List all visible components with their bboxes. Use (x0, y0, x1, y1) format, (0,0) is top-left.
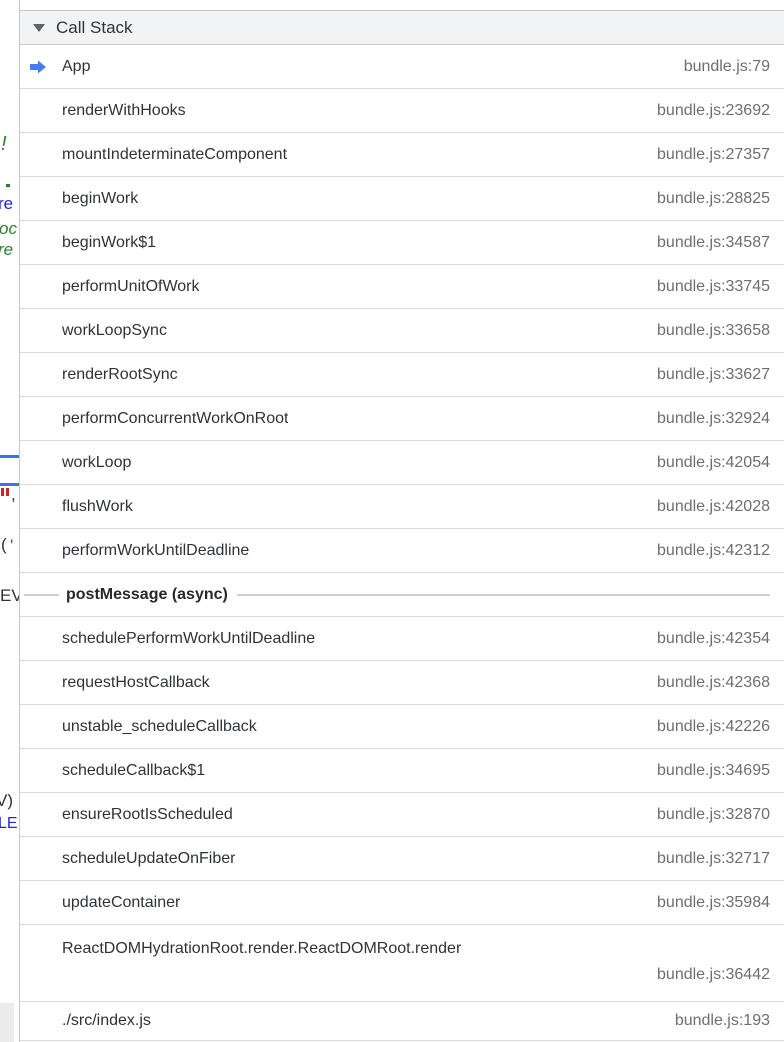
editor-code-fragment: EV (0, 586, 19, 605)
stack-frame-row[interactable]: beginWork$1 bundle.js:34587 (20, 221, 784, 265)
collapse-triangle-icon (33, 23, 45, 32)
async-separator-line-left (24, 593, 59, 596)
frame-source-location[interactable]: bundle.js:42054 (657, 453, 770, 471)
editor-code-fragment: , (11, 485, 16, 504)
editor-code-fragment: oc (0, 219, 17, 238)
source-editor-sliver: ! re oc re, (' EV V) LE (0, 0, 19, 1042)
editor-code-fragment: ( (1, 535, 7, 554)
stack-frame-row[interactable]: workLoopSync bundle.js:33658 (20, 309, 784, 353)
pane-divider[interactable] (19, 0, 20, 1042)
editor-highlight-bar (0, 455, 19, 458)
frame-function-name: requestHostCallback (62, 673, 210, 691)
editor-code-fragment: ! (1, 133, 7, 155)
frame-function-name: updateContainer (62, 893, 181, 911)
frame-source-location[interactable]: bundle.js:42028 (657, 497, 770, 515)
editor-status-bar-sliver (0, 1003, 14, 1042)
frame-source-location[interactable]: bundle.js:36442 (657, 966, 770, 983)
frame-source-location[interactable]: bundle.js:33627 (657, 365, 770, 383)
frame-function-name: App (62, 57, 91, 75)
frame-function-name: ./src/index.js (62, 1012, 151, 1029)
editor-code-fragment: V) (0, 791, 13, 810)
stack-frame-row[interactable]: beginWork bundle.js:28825 (20, 177, 784, 221)
frame-source-location[interactable]: bundle.js:42354 (657, 629, 770, 647)
editor-code-fragment: LE (0, 815, 18, 832)
editor-highlight-bar (0, 483, 19, 486)
frame-source-location[interactable]: bundle.js:34695 (657, 761, 770, 779)
frame-function-name: scheduleUpdateOnFiber (62, 849, 236, 867)
stack-frame-row[interactable]: schedulePerformWorkUntilDeadline bundle.j… (20, 617, 784, 661)
frame-source-location[interactable]: bundle.js:193 (674, 1012, 770, 1029)
stack-frame-row[interactable]: updateContainer bundle.js:35984 (20, 881, 784, 925)
frame-source-location[interactable]: bundle.js:34587 (657, 233, 770, 251)
editor-highlight-bar (6, 488, 9, 496)
frame-source-location[interactable]: bundle.js:23692 (657, 101, 770, 119)
stack-frame-row[interactable]: workLoop bundle.js:42054 (20, 441, 784, 485)
frame-function-name: renderWithHooks (62, 101, 186, 119)
frame-function-name: mountIndeterminateComponent (62, 145, 288, 163)
frame-function-name: schedulePerformWorkUntilDeadline (62, 629, 316, 647)
current-frame-arrow-icon (30, 60, 46, 73)
async-separator-line-right (236, 593, 770, 596)
frame-source-location[interactable]: bundle.js:32924 (657, 409, 770, 427)
editor-code-dot (6, 184, 10, 187)
frame-source-location[interactable]: bundle.js:32717 (657, 849, 770, 867)
frame-function-name: flushWork (62, 497, 133, 515)
previous-section-bottom (20, 0, 784, 10)
stack-frame-row[interactable]: ./src/index.js bundle.js:193 (20, 1002, 784, 1041)
editor-highlight-bar (1, 488, 4, 496)
frame-function-name: workLoopSync (62, 321, 167, 339)
stack-frame-row[interactable]: ReactDOMHydrationRoot.render.ReactDOMRoo… (20, 925, 784, 1002)
frame-function-name: scheduleCallback$1 (62, 761, 206, 779)
frame-function-name: workLoop (62, 453, 132, 471)
async-separator-label: postMessage (async) (66, 585, 228, 603)
call-stack-title: Call Stack (56, 17, 133, 37)
stack-frame-row[interactable]: flushWork bundle.js:42028 (20, 485, 784, 529)
frame-source-location[interactable]: bundle.js:42312 (657, 541, 770, 559)
frame-function-name: ensureRootIsScheduled (62, 805, 233, 823)
frame-source-location[interactable]: bundle.js:33658 (657, 321, 770, 339)
stack-frame-row[interactable]: requestHostCallback bundle.js:42368 (20, 661, 784, 705)
frame-source-location[interactable]: bundle.js:33745 (657, 277, 770, 295)
frame-function-name: performUnitOfWork (62, 277, 200, 295)
editor-code-fragment: re (0, 240, 14, 259)
stack-frame-row[interactable]: renderWithHooks bundle.js:23692 (20, 89, 784, 133)
call-stack-list: App bundle.js:79 renderWithHooks bundle.js:… (20, 45, 784, 1041)
frame-source-location[interactable]: bundle.js:28825 (657, 189, 770, 207)
frame-source-location[interactable]: bundle.js:27357 (657, 145, 770, 163)
stack-frame-row[interactable]: unstable_scheduleCallback bundle.js:42226 (20, 705, 784, 749)
frame-function-name: unstable_scheduleCallback (62, 717, 257, 735)
frame-function-name: beginWork (62, 189, 139, 207)
editor-code-fragment: re (0, 194, 14, 213)
stack-frame-row[interactable]: performWorkUntilDeadline bundle.js:42312 (20, 529, 784, 573)
frame-function-name: beginWork$1 (62, 233, 156, 251)
stack-frame-row[interactable]: performConcurrentWorkOnRoot bundle.js:329… (20, 397, 784, 441)
stack-frame-row[interactable]: performUnitOfWork bundle.js:33745 (20, 265, 784, 309)
stack-frame-row[interactable]: renderRootSync bundle.js:33627 (20, 353, 784, 397)
frame-function-name: performWorkUntilDeadline (62, 541, 250, 559)
stack-frame-row[interactable]: scheduleCallback$1 bundle.js:34695 (20, 749, 784, 793)
frame-function-name: performConcurrentWorkOnRoot (62, 409, 289, 427)
stack-frame-row[interactable]: App bundle.js:79 (20, 45, 784, 89)
editor-code-fragment: ' (10, 536, 14, 555)
stack-frame-row[interactable]: mountIndeterminateComponent bundle.js:273… (20, 133, 784, 177)
stack-frame-row[interactable]: ensureRootIsScheduled bundle.js:32870 (20, 793, 784, 837)
debugger-sidebar: Call Stack App bundle.js:79 renderWithHook… (20, 0, 784, 1042)
frame-source-location[interactable]: bundle.js:32870 (657, 805, 770, 823)
frame-source-location[interactable]: bundle.js:35984 (657, 893, 770, 911)
frame-source-location[interactable]: bundle.js:42368 (657, 673, 770, 691)
stack-frame-row[interactable]: scheduleUpdateOnFiber bundle.js:32717 (20, 837, 784, 881)
frame-function-name: ReactDOMHydrationRoot.render.ReactDOMRoo… (62, 940, 462, 957)
frame-source-location[interactable]: bundle.js:79 (683, 57, 770, 75)
async-separator-row[interactable]: postMessage (async) (20, 573, 784, 617)
frame-source-location[interactable]: bundle.js:42226 (657, 717, 770, 735)
frame-function-name: renderRootSync (62, 365, 178, 383)
call-stack-section-header[interactable]: Call Stack (20, 10, 784, 45)
